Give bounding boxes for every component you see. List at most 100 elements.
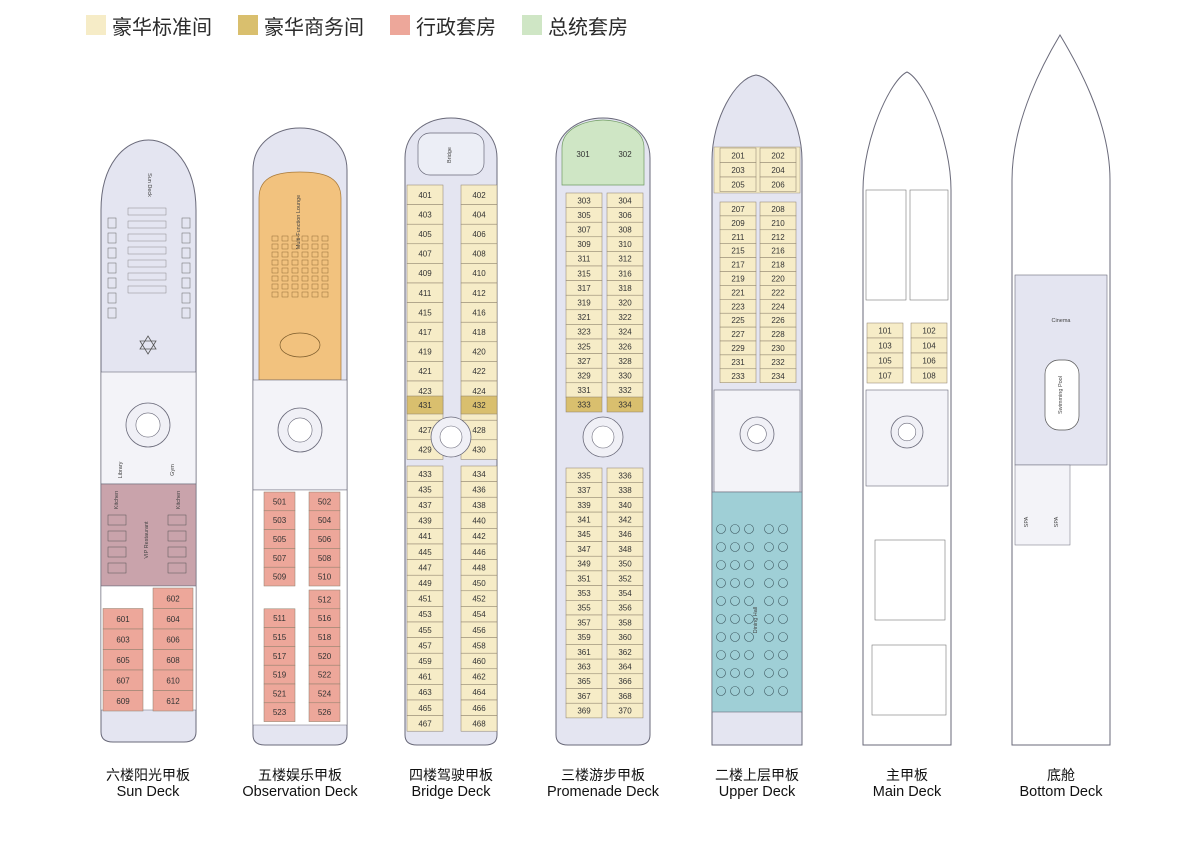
cabin-number: 204 (771, 166, 785, 175)
cabin-number: 501 (273, 497, 287, 506)
cabin-number: 350 (618, 560, 632, 569)
cabin-number: 207 (731, 205, 745, 214)
cabin-number: 367 (577, 692, 591, 701)
cabin-number: 458 (472, 641, 486, 650)
restaurant-label: VIP Restaurant (144, 521, 150, 559)
cabin-number: 361 (577, 648, 591, 657)
pool-label: Swimming Pool (1058, 376, 1064, 414)
dining-table (744, 668, 754, 678)
cabin-number: 358 (618, 618, 632, 627)
deck-name-en: Observation Deck (242, 784, 358, 800)
dining-table (730, 542, 740, 552)
dining-table (730, 614, 740, 624)
cabin-number: 108 (922, 372, 936, 381)
lounge-seat (271, 259, 279, 266)
cabin-number: 354 (618, 589, 632, 598)
cabin-number: 523 (273, 708, 287, 717)
cabin-number: 411 (419, 289, 432, 298)
legend-item-suite: 行政套房 (390, 11, 496, 40)
lobby-inner (287, 417, 313, 443)
cabin-number: 332 (618, 386, 632, 395)
cabin-number: 506 (318, 535, 332, 544)
lounge-seat (291, 235, 299, 242)
engine-room (871, 644, 947, 716)
cabin-number: 438 (472, 501, 486, 510)
cabin-number: 368 (618, 692, 632, 701)
cabin-number: 353 (577, 589, 591, 598)
cabin-number: 338 (618, 486, 632, 495)
deck-name-cn: 三楼游步甲板 (561, 768, 645, 784)
deck-chair (181, 232, 191, 244)
cabin-number: 305 (577, 211, 591, 220)
sun-lounger (127, 246, 167, 255)
vip-restaurant-area (100, 483, 197, 587)
deck-name-cn: 六楼阳光甲板 (106, 768, 190, 784)
cabin-107 (866, 367, 904, 384)
cabin-number: 227 (731, 330, 745, 339)
cabin-number: 521 (273, 689, 287, 698)
lounge-seat (281, 283, 289, 290)
deck-chair (107, 232, 117, 244)
cabin-number: 412 (472, 289, 486, 298)
cabin-number: 369 (577, 707, 591, 716)
legend-swatch (86, 15, 106, 35)
cabin-number: 518 (318, 633, 332, 642)
cabin-526 (308, 702, 341, 722)
cabin-number: 457 (418, 641, 432, 650)
cabin-number: 526 (318, 708, 332, 717)
cabin-number: 408 (472, 250, 486, 259)
dining-table (716, 632, 726, 642)
deck-chair (107, 217, 117, 229)
deck-chair (181, 307, 191, 319)
dining-table (730, 650, 740, 660)
cabin-number: 319 (577, 299, 591, 308)
cabin-number: 205 (731, 180, 745, 189)
cabin-number: 105 (878, 357, 892, 366)
deck-name-en: Promenade Deck (547, 784, 660, 800)
spa-label: SPA (1024, 516, 1030, 527)
cabin-number: 346 (618, 530, 632, 539)
cabin-510 (308, 566, 341, 587)
cabin-108 (910, 367, 948, 384)
cabin-number: 509 (273, 573, 287, 582)
cabin-number: 512 (318, 595, 332, 604)
cabin-number: 360 (618, 633, 632, 642)
deck-name-cn: 四楼驾驶甲板 (409, 768, 493, 784)
cabin-number: 433 (418, 470, 432, 479)
dining-table (744, 560, 754, 570)
cabin-number: 363 (577, 662, 591, 671)
deck-name-cn: 五楼娱乐甲板 (258, 768, 342, 784)
dining-table (778, 632, 788, 642)
legend-item-business: 豪华商务间 (238, 11, 364, 40)
cabin-number: 505 (273, 535, 287, 544)
cabin-number: 234 (771, 372, 785, 381)
cabin-number: 462 (472, 673, 486, 682)
dining-table (744, 614, 754, 624)
cabin-number: 420 (472, 348, 486, 357)
cabin-234 (759, 368, 797, 383)
cabin-number: 324 (618, 328, 632, 337)
cabin-number: 211 (732, 233, 745, 242)
dining-table (716, 560, 726, 570)
bridge-room (417, 132, 485, 176)
dining-table (764, 542, 774, 552)
cabin-number: 349 (577, 560, 591, 569)
cabin-number: 515 (273, 633, 287, 642)
cabin-number: 221 (731, 288, 745, 297)
deck-chair (181, 277, 191, 289)
cabin-number: 333 (577, 401, 591, 410)
legend-label: 行政套房 (416, 14, 496, 39)
dining-table (778, 542, 788, 552)
cabin-number: 206 (771, 180, 785, 189)
cabin-number: 418 (472, 328, 486, 337)
cabin-number: 220 (771, 274, 785, 283)
deck-name-cn: 底舱 (1047, 768, 1075, 784)
dining-table (730, 686, 740, 696)
cabin-number: 435 (418, 485, 432, 494)
cabin-number: 464 (472, 688, 486, 697)
lounge-seat (271, 291, 279, 298)
cabin-number: 318 (618, 284, 632, 293)
cabin-number: 356 (618, 604, 632, 613)
